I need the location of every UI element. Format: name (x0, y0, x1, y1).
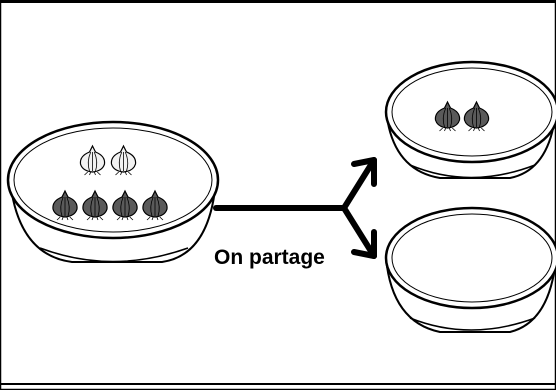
onion-icon (142, 189, 168, 221)
bowl-source (6, 120, 220, 263)
onion-icon (110, 144, 137, 176)
onion-icon (434, 100, 461, 132)
onion-icon (52, 189, 78, 221)
onions-source (52, 144, 168, 221)
onion-icon (79, 144, 106, 176)
onions-top (434, 100, 490, 132)
onion-icon (112, 189, 138, 221)
split-arrow-icon (213, 157, 377, 259)
bowl-top (384, 60, 556, 179)
onion-icon (82, 189, 108, 221)
bowl-bottom (384, 206, 556, 333)
caption-text: On partage (214, 246, 325, 269)
onion-icon (463, 100, 490, 132)
